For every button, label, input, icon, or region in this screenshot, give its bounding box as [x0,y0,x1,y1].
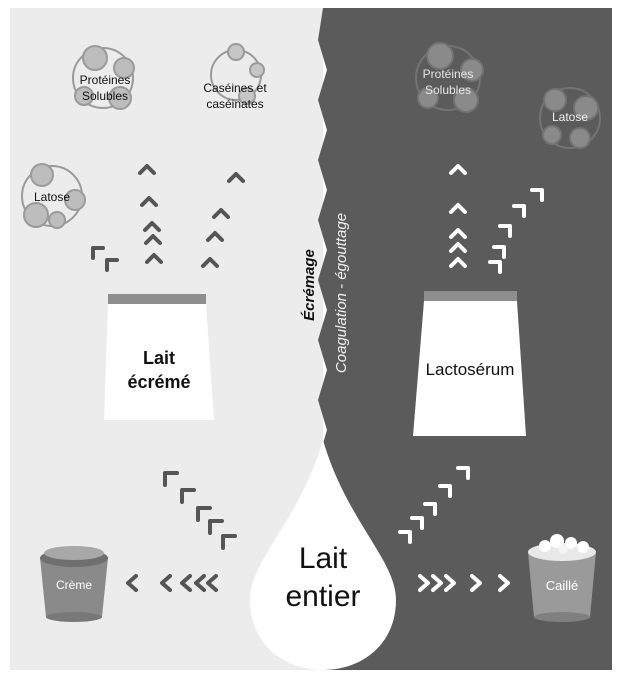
up-arrows-left-icon [91,164,245,272]
up-arrows-right-icon [449,164,544,274]
skim-milk-line1: Lait [142,348,175,368]
coagulation-process-label: Coagulation - égouttage [333,212,350,374]
to-cream-arrows-icon [126,574,218,592]
right-proteins-label: Protéines Solubles [393,66,503,98]
whole-milk-line1: Lait [298,542,348,575]
curd-bucket-icon [528,534,596,622]
right-proteins-line1: Protéines [422,67,474,81]
drop-to-bag-arrows-icon [163,471,237,550]
skim-milk-bag [104,294,214,420]
right-lactose-label: Latose [551,110,589,124]
casein-molecule-icon [210,43,265,105]
cream-bucket-icon [40,546,108,622]
caseins-line2: caséinates [206,97,264,111]
drop-to-whey-arrows-icon [398,466,470,544]
cream-label: Crème [55,578,92,592]
right-proteins-line2: Solubles [424,83,472,97]
whey-bag [413,291,526,436]
left-proteins-label: Protéines Solubles [55,72,155,104]
left-lactose-label: Latose [33,190,71,204]
to-curd-arrows-icon [418,574,510,592]
lactose-molecule-left-icon [21,163,86,229]
curd-label: Caillé [545,578,579,593]
skimming-process-label: Écrémage [301,249,318,321]
whole-milk-label: Lait entier [263,540,383,616]
lactose-molecule-right-icon [539,87,601,149]
whey-label: Lactosérum [425,360,515,379]
caseins-label: Caséines et caséinates [180,80,290,112]
protein-molecule-right-icon [415,42,484,113]
skim-milk-line2: écrémé [127,372,191,392]
whole-milk-line2: entier [285,580,361,613]
protein-molecule-left-icon [72,45,135,110]
left-proteins-line2: Solubles [81,89,129,103]
caseins-line1: Caséines et [203,81,267,95]
skim-milk-label: Lait écrémé [108,346,210,394]
milk-drop [250,440,396,670]
left-proteins-line1: Protéines [79,73,131,87]
